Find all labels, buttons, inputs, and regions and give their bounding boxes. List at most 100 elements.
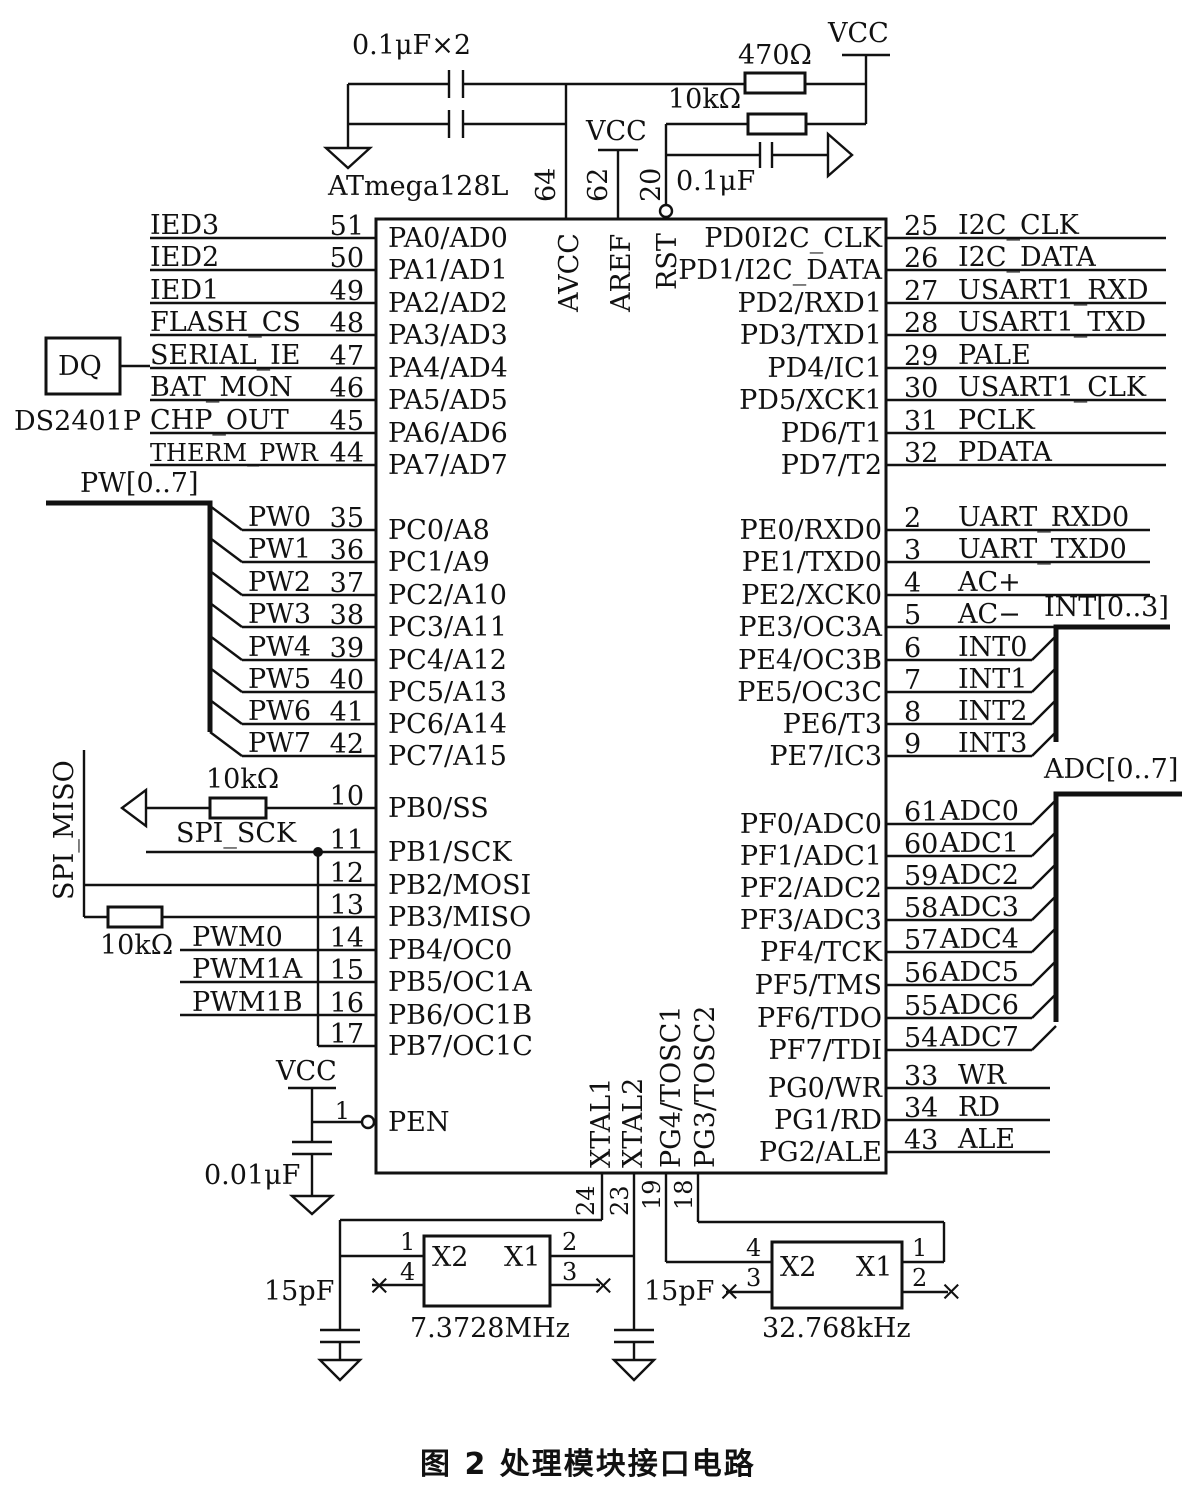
bus-entry-right <box>1031 1025 1057 1051</box>
pin-name-right: PD6/T1 <box>781 418 882 449</box>
pin-name-right: PD3/TXD1 <box>740 320 882 351</box>
crystal-2-freq: 32.768kHz <box>762 1313 911 1344</box>
resistor-470 <box>743 71 807 95</box>
r10k-miso-label: 10kΩ <box>100 930 173 961</box>
net-label-left: PWM1A <box>192 954 303 985</box>
net-label-left: PW6 <box>248 696 311 727</box>
net-label-left: PW1 <box>248 534 311 565</box>
pin-name-right: PE0/RXD0 <box>739 515 882 546</box>
pin-name-left: PA0/AD0 <box>388 223 508 254</box>
nc-mark: × <box>592 1270 615 1301</box>
crystal-2-p1: 1 <box>912 1234 927 1262</box>
crystal-2-box <box>770 1240 904 1310</box>
resistor-10k-rst <box>746 112 808 136</box>
crystal-1-right: X1 <box>504 1242 540 1273</box>
crystal-2-right: X1 <box>856 1252 892 1283</box>
pin-name-right: PF6/TDO <box>757 1003 882 1034</box>
nc-mark: × <box>718 1276 741 1307</box>
resistor-470-label: 470Ω <box>738 40 812 71</box>
net-label-left: PW3 <box>248 599 311 630</box>
net-label-left: PW2 <box>248 567 311 598</box>
bus-entry-right <box>1031 667 1057 693</box>
pin-num-right: 8 <box>904 697 921 728</box>
pin-num-right: 7 <box>904 665 921 696</box>
r10k-pb0-label: 10kΩ <box>206 764 279 795</box>
cap-15p-label-2: 15pF <box>644 1276 714 1307</box>
pin-name-right: PF7/TDI <box>769 1035 883 1066</box>
pin-name-right: PG1/RD <box>774 1105 882 1136</box>
pin-name-left: PB5/OC1A <box>388 967 532 998</box>
bus-entry-left <box>209 635 243 661</box>
net-label-right: ADC6 <box>939 990 1019 1021</box>
pin-name-left: PB6/OC1B <box>388 1000 532 1031</box>
resistor-10k-rst-label: 10kΩ <box>668 84 741 115</box>
pin-name-right: PD2/RXD1 <box>738 288 882 319</box>
bus-entry-left <box>209 602 243 628</box>
ground-icon <box>826 131 854 179</box>
net-label-left: PW0 <box>248 502 311 533</box>
net-label-left: PW5 <box>248 664 311 695</box>
net-label-right: INT1 <box>958 664 1027 695</box>
net-label-right: USART1_RXD <box>958 275 1149 306</box>
pin-name-tosc2: PG3/TOSC2 <box>690 1006 721 1169</box>
pin-name-left: PB0/SS <box>388 793 489 824</box>
pin-name-left: PC2/A10 <box>388 580 507 611</box>
pin-name-right: PD0I2C_CLK <box>704 223 883 254</box>
pin-num-18: 18 <box>670 1179 698 1210</box>
figure-caption: 图 2 处理模块接口电路 <box>420 1447 756 1482</box>
net-label-left: IED2 <box>150 242 219 273</box>
net-label-right: INT0 <box>958 632 1027 663</box>
pin-name-right: PF0/ADC0 <box>740 809 882 840</box>
spi-sck-label: SPI_SCK <box>176 818 297 849</box>
bus-entry-right <box>1031 895 1057 921</box>
pin-name-left: PB2/MOSI <box>388 870 531 901</box>
crystal-1-p3: 3 <box>562 1258 577 1286</box>
pin-name-aref: AREF <box>606 234 637 313</box>
crystal-2-p2: 2 <box>912 1264 927 1292</box>
adc-bus <box>1053 791 1182 1022</box>
pin-num-20: 20 <box>636 168 667 202</box>
pin-name-right: PE5/OC3C <box>737 677 882 708</box>
net-label-left: PWM1B <box>192 987 303 1018</box>
vcc-label-top: VCC <box>827 18 889 49</box>
net-label-right: PALE <box>958 340 1031 371</box>
net-label-right: RD <box>958 1092 1000 1123</box>
crystal-wiring <box>320 1173 948 1360</box>
net-label-right: AC− <box>957 599 1021 630</box>
dq-label: DQ <box>58 351 102 382</box>
nc-mark: × <box>940 1276 963 1307</box>
net-label-left: PW7 <box>248 728 311 759</box>
pin-name-xtal2: XTAL2 <box>618 1078 649 1168</box>
bus-entry-right <box>1031 699 1057 725</box>
pin-name-right: PD5/XCK1 <box>739 385 882 416</box>
bus-entry-left <box>209 570 243 596</box>
net-label-right: ADC5 <box>939 957 1019 988</box>
pin-name-right: PD7/T2 <box>781 450 882 481</box>
pin-name-left: PA3/AD3 <box>388 320 508 351</box>
pin-name-right: PE6/T3 <box>783 709 882 740</box>
bus-entry-right <box>1031 731 1057 757</box>
bus-entry-right <box>1031 635 1057 661</box>
pin-name-left: PC6/A14 <box>388 709 507 740</box>
bus-entry-left <box>209 731 243 757</box>
pin-name-left: PC7/A15 <box>388 741 507 772</box>
pin-name-right: PF5/TMS <box>755 970 882 1001</box>
crystal-1-p1: 1 <box>400 1228 415 1256</box>
pin-num-right: 9 <box>904 729 921 760</box>
crystal-2-left: X2 <box>780 1252 816 1283</box>
net-label-right: ADC4 <box>939 924 1019 955</box>
net-label-right: ADC2 <box>939 860 1019 891</box>
pin-name-right: PD4/IC1 <box>767 353 882 384</box>
net-label-left: BAT_MON <box>150 372 293 403</box>
pin-name-left: PB1/SCK <box>388 837 512 868</box>
pin-num-left: 11 <box>330 825 364 856</box>
pin-num-right: 2 <box>904 503 921 534</box>
net-label-right: I2C_DATA <box>958 242 1096 273</box>
pin-num-left: 1 <box>335 1097 350 1125</box>
bus-entry-left <box>209 537 243 563</box>
bus-entry-right <box>1031 927 1057 953</box>
cap-pair-label: 0.1μF×2 <box>352 30 471 61</box>
net-label-right: ADC3 <box>939 892 1019 923</box>
top-power-wiring <box>346 53 890 219</box>
bus-entry-right <box>1031 960 1057 986</box>
